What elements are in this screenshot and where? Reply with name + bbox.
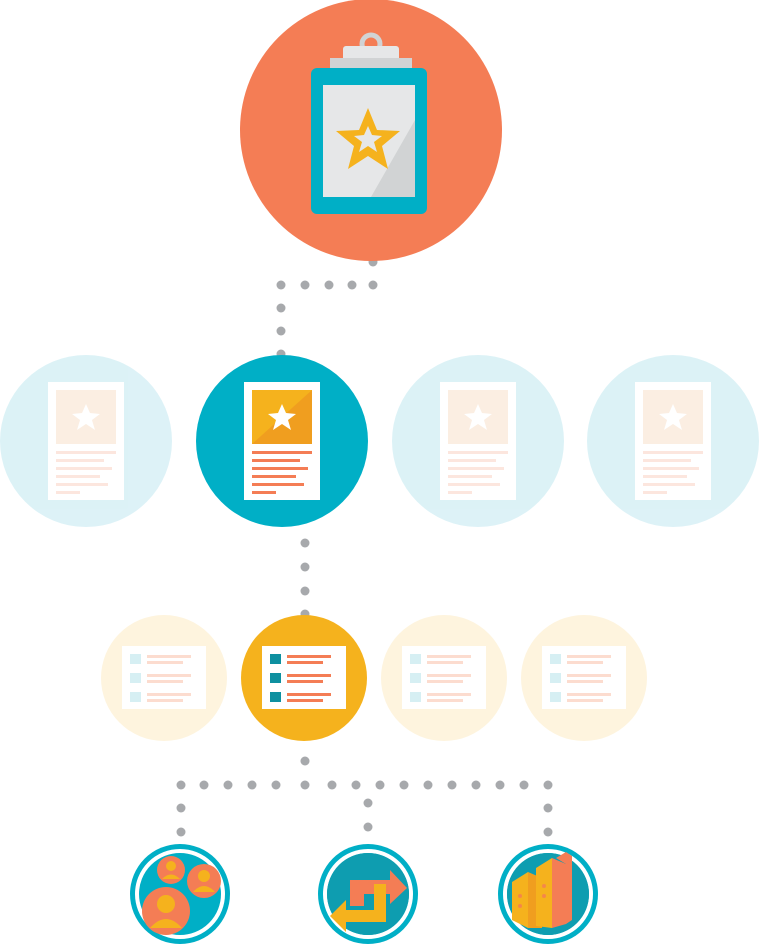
growth-chart-icon <box>512 852 572 928</box>
exchange-arrows-icon <box>330 870 407 932</box>
leaf-node-exchange <box>318 844 418 944</box>
level2-node-2-active <box>241 615 367 741</box>
level2-node-1 <box>101 615 227 741</box>
level1-node-3 <box>392 355 564 527</box>
connector-level1-to-level2 <box>300 538 310 619</box>
people-icon <box>142 856 221 935</box>
leaf-node-growth <box>498 844 598 944</box>
level1-node-2-active <box>196 355 368 527</box>
connector-level2-to-leaves <box>176 756 553 837</box>
level2-node-3 <box>381 615 507 741</box>
checklist-icon <box>262 646 346 709</box>
level1-node-4 <box>587 355 759 527</box>
leaf-node-people <box>130 844 230 944</box>
level1-node-1 <box>0 355 172 527</box>
level2-node-4 <box>521 615 647 741</box>
root-node <box>240 0 502 261</box>
clipboard-star-icon <box>311 32 427 214</box>
document-star-icon <box>244 382 320 500</box>
connector-root-to-level1 <box>276 257 378 359</box>
